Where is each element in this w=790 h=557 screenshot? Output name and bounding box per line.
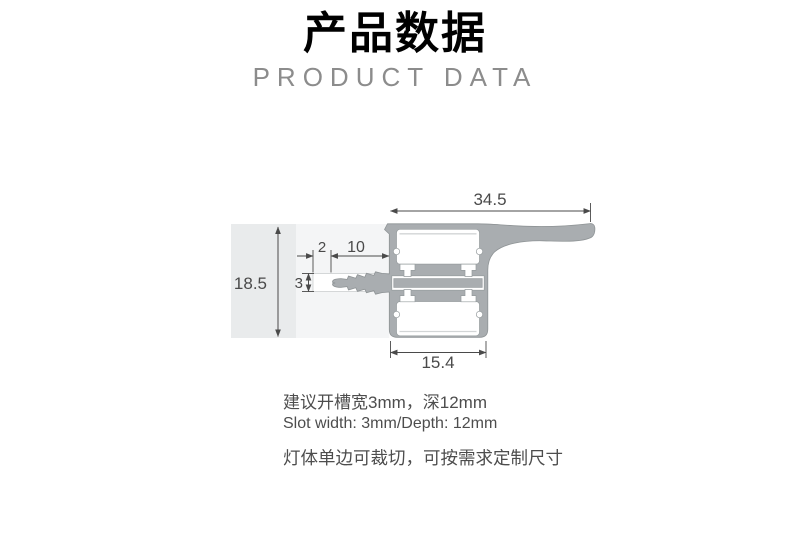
page-header: 产品数据 PRODUCT DATA <box>0 9 790 93</box>
bottom-chamber <box>392 301 484 337</box>
page-title: 产品数据 <box>303 9 487 58</box>
slot-note-cn: 建议开槽宽3mm，深12mm <box>283 393 488 412</box>
dim-spike-length-label: 10 <box>347 239 365 256</box>
dimension-lines <box>275 208 592 356</box>
dim-wall-height-label: 18.5 <box>234 274 267 293</box>
dim-bottom-width-label: 15.4 <box>421 353 454 372</box>
page-subtitle: PRODUCT DATA <box>252 62 538 93</box>
middle-divider <box>391 263 485 303</box>
product-notes: 建议开槽宽3mm，深12mm Slot width: 3mm/Depth: 12… <box>283 392 563 470</box>
slot-note-en: Slot width: 3mm/Depth: 12mm <box>283 415 498 432</box>
dim-tip-gap-label: 2 <box>318 239 326 256</box>
profile-body <box>332 223 596 338</box>
custom-note-cn: 灯体单边可裁切，可按需求定制尺寸 <box>283 448 563 468</box>
dim-slot-height-label: 3 <box>295 275 303 292</box>
dim-top-width-label: 34.5 <box>473 190 506 209</box>
top-chamber <box>392 228 484 265</box>
